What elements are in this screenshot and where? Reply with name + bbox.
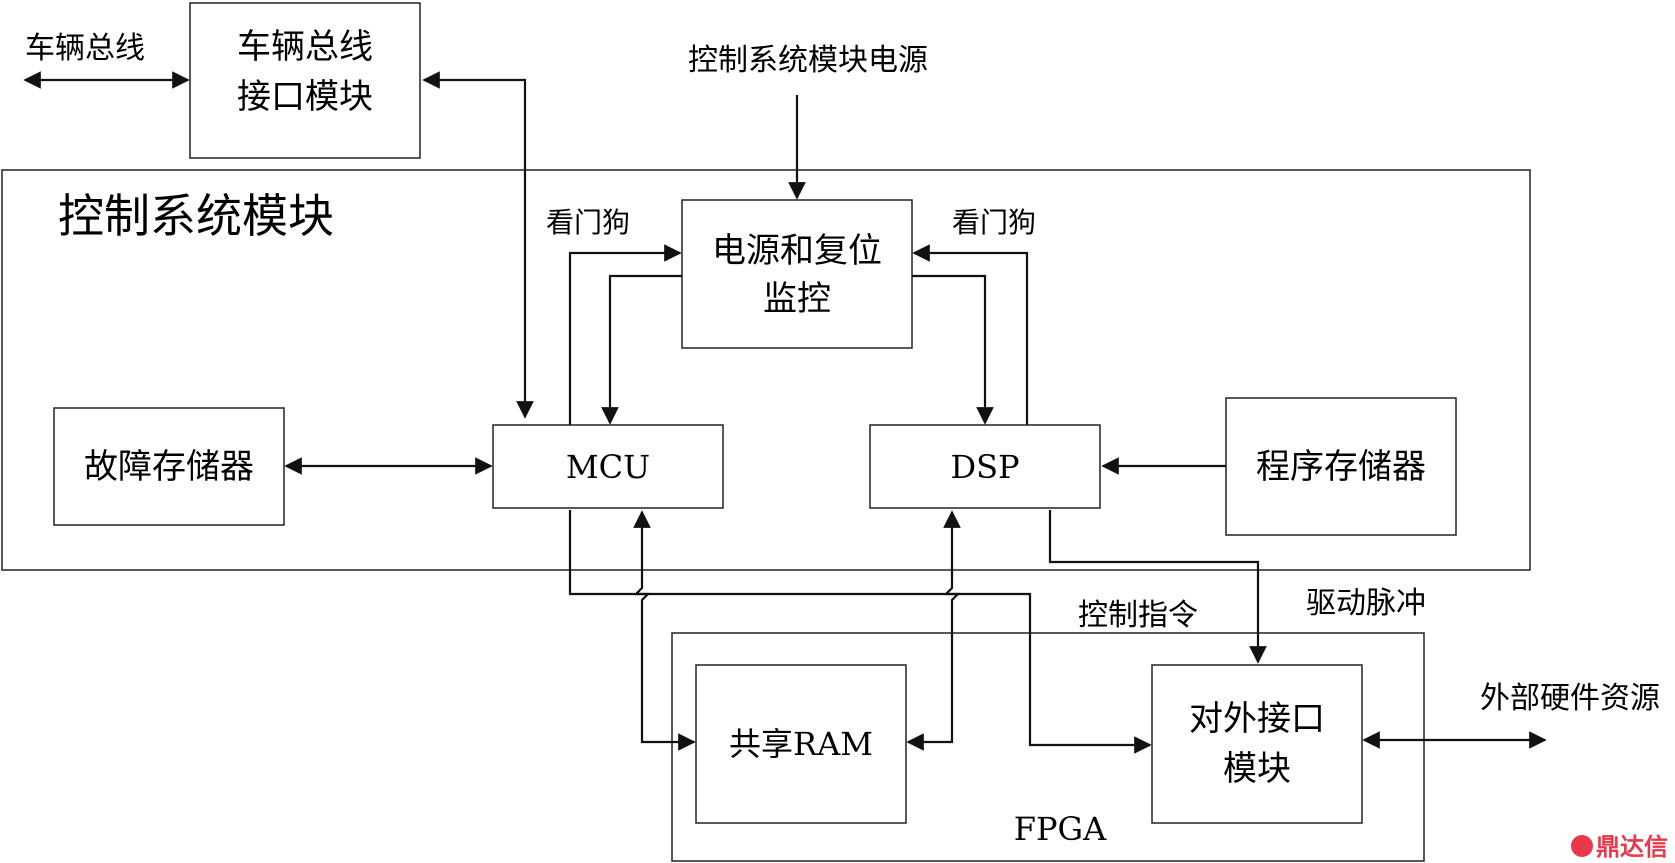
drive-pulse-label: 驱动脉冲 xyxy=(1306,586,1426,621)
reset-dsp-arrow xyxy=(912,274,994,425)
ext-interface-line1: 对外接口 xyxy=(1189,699,1325,739)
watermark-text: 鼎达信 xyxy=(1596,833,1668,861)
mcu-box xyxy=(492,424,724,509)
bus-interface-box xyxy=(189,2,421,159)
mcu-watchdog-arrow xyxy=(568,244,682,425)
mcu-label: MCU xyxy=(566,448,650,486)
control-power-label: 控制系统模块电源 xyxy=(688,43,928,78)
control-system-title: 控制系统模块 xyxy=(58,189,334,243)
mcu-ram-arrow xyxy=(633,510,696,751)
external-hw-label: 外部硬件资源 xyxy=(1480,681,1660,716)
vehicle-bus-label: 车辆总线 xyxy=(25,31,145,66)
fpga-label: FPGA xyxy=(1014,810,1107,848)
fault-storage-label: 故障存储器 xyxy=(84,447,254,487)
power-reset-box xyxy=(681,199,913,349)
control-cmd-arrow xyxy=(568,510,1152,754)
shared-ram-box xyxy=(695,664,907,824)
watermark-icon xyxy=(1571,835,1593,857)
watchdog-right-label: 看门狗 xyxy=(952,206,1036,239)
ext-interface-line2: 模块 xyxy=(1223,749,1291,789)
dsp-ram-arrow xyxy=(906,510,961,751)
shared-ram-label: 共享RAM xyxy=(729,725,873,763)
power-reset-line1: 电源和复位 xyxy=(712,231,882,271)
dsp-label: DSP xyxy=(950,448,1019,486)
bus-mcu-arrow xyxy=(422,71,534,419)
program-storage-label: 程序存储器 xyxy=(1256,447,1426,487)
fault-storage-box xyxy=(53,407,285,526)
dsp-box xyxy=(869,424,1101,509)
dsp-watchdog-arrow xyxy=(912,244,1029,425)
watermark-logo: 鼎达信 xyxy=(1571,833,1668,861)
program-storage-box xyxy=(1225,397,1457,536)
ext-interface-box xyxy=(1151,664,1363,824)
drive-pulse-arrow xyxy=(1048,510,1267,664)
bus-interface-line1: 车辆总线 xyxy=(237,27,373,67)
power-reset-line2: 监控 xyxy=(763,279,831,319)
watchdog-left-label: 看门狗 xyxy=(546,206,630,239)
control-system-module-frame xyxy=(1,169,1531,571)
reset-mcu-arrow xyxy=(601,274,682,425)
bus-interface-line2: 接口模块 xyxy=(237,77,373,117)
control-cmd-label: 控制指令 xyxy=(1078,598,1198,633)
